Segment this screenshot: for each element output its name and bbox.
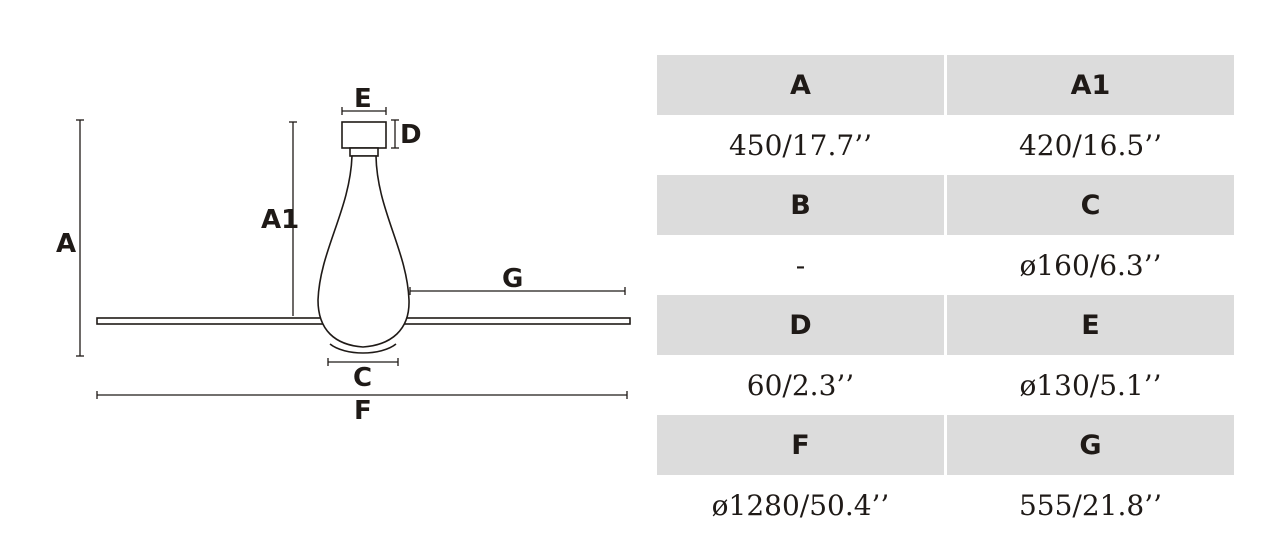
dimension-line-e [341,107,387,115]
ceiling-fan-drawing [96,121,631,354]
fan-blade-right [397,317,631,325]
fan-blade-left [96,317,330,325]
dimension-label-f: F [354,396,372,426]
table-value-b: - [657,235,944,295]
table-value-d: 60/2.3’’ [657,355,944,415]
table-header-a: A [657,55,944,115]
table-value-g: 555/21.8’’ [947,475,1234,535]
table-value-a: 450/17.7’’ [657,115,944,175]
table-header-d: D [657,295,944,355]
dimension-label-a: A [56,229,76,259]
dimension-line-a [76,119,84,357]
dimension-line-d [391,119,399,149]
canopy-collar [349,147,379,157]
motor-body [317,155,410,348]
light-cover [329,343,397,354]
fan-dimension-diagram: A A1 E D G C F [56,84,631,426]
dimension-line-f [96,391,628,399]
dimension-line-g [409,287,626,295]
table-header-b: B [657,175,944,235]
dimension-line-a1 [289,121,297,316]
table-header-a1: A1 [947,55,1234,115]
canopy [341,121,387,149]
table-value-a1: 420/16.5’’ [947,115,1234,175]
dimension-label-c: C [353,363,372,393]
table-header-e: E [947,295,1234,355]
table-header-c: C [947,175,1234,235]
dimension-label-e: E [354,84,372,114]
table-value-f: ø1280/50.4’’ [657,475,944,535]
table-value-e: ø130/5.1’’ [947,355,1234,415]
dimension-label-d: D [400,120,422,150]
dimensions-table: A A1 450/17.7’’ 420/16.5’’ B C - ø160/6.… [657,55,1234,535]
table-value-c: ø160/6.3’’ [947,235,1234,295]
table-header-f: F [657,415,944,475]
dimension-label-a1: A1 [261,205,299,235]
dimension-line-c [327,358,399,366]
dimension-label-g: G [502,264,523,294]
table-header-g: G [947,415,1234,475]
